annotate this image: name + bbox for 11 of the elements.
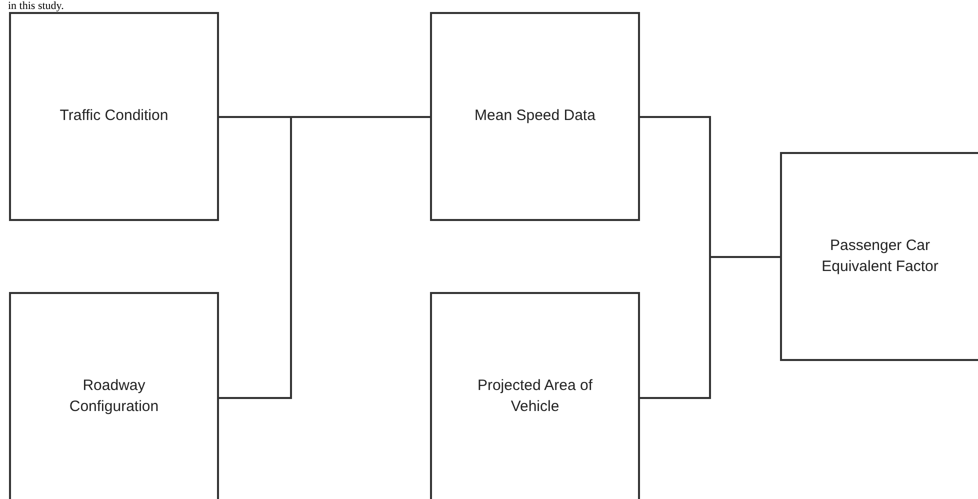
box-label: Projected Area of Vehicle [476,376,594,416]
box-label: Roadway Configuration [68,376,160,416]
process-box [430,292,640,499]
box-label: Mean Speed Data [474,106,596,126]
box-label: Traffic Condition [60,106,168,126]
process-box [9,12,219,221]
box-label: Passenger Car Equivalent Factor [820,236,940,276]
process-box [9,292,219,499]
process-box [430,12,640,221]
connector-line [640,256,780,399]
process-box [780,152,978,361]
